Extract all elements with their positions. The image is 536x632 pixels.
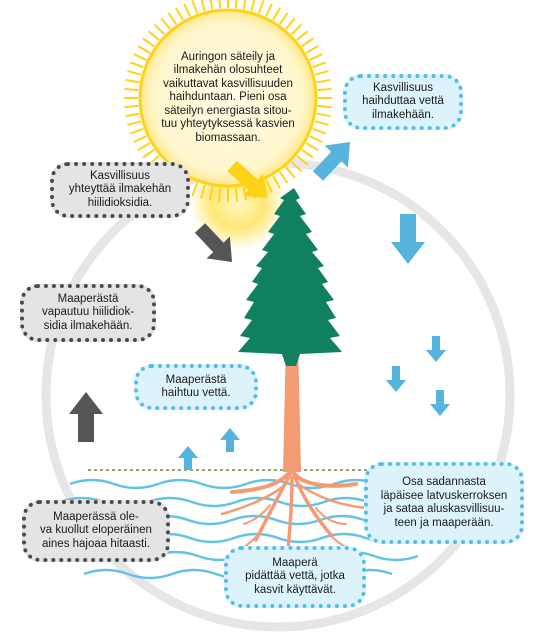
label-soil-co2: Maaperästä vapautuu hiilidiok- sidia ilm… [20,284,156,342]
sun-ray [305,45,319,54]
throughfall-arrow-2 [386,366,406,392]
throughfall-arrow-1 [426,336,446,362]
sun-ray [278,12,289,25]
sun-ray [142,37,155,48]
sun-ray [316,112,331,118]
tree-crown [238,188,342,366]
sun-ray [234,0,238,9]
sun-ray [208,186,214,201]
sun-ray [124,87,139,92]
sun-ray [209,0,214,10]
sun-ray [290,160,303,173]
soil-co2-arrow [69,392,103,442]
sun-ray [137,45,151,54]
sun-ray [301,148,314,159]
sun-radiation-text: Auringon säteily ja ilmakehän olosuhteet… [161,50,295,144]
sun-ray [305,142,319,151]
sun-to-tree-arrow [227,160,268,198]
sun-ray [272,7,281,21]
sun-ray [314,70,329,76]
sun-ray [316,78,331,84]
sun-ray [183,3,191,17]
sun-ray [200,184,206,199]
sun-ray [312,61,327,69]
sun-ray [160,17,171,30]
label-decomposition: Maaperässä ole- va kuollut eloperäinen a… [22,500,170,562]
sun-ray [250,0,256,12]
sun-ray [191,182,199,197]
label-soil-evaporation: Maaperästä haihtuu vettä. [134,364,258,410]
sun-ray [175,7,184,21]
sun-ray [242,186,248,201]
sun-ray [125,112,140,118]
soil-evaporation-arrow-2 [220,428,240,452]
sun-ray [314,120,329,126]
label-throughfall: Osa sadannasta läpäisee latvuskerroksen … [364,462,524,544]
sun-ray [272,175,281,189]
transpiration-arrow [312,142,350,181]
sun-ray [137,142,151,151]
sun-ray [129,127,144,135]
sun-ray [129,61,144,69]
sun-ray [265,179,273,193]
sun-ray [242,0,247,10]
sun-ray [312,127,327,135]
sun-ray [296,30,309,41]
sun-ray [200,0,206,12]
label-soil-water: Maaperä pidättää vettä, jotka kasvit käy… [224,546,366,608]
sun-ray [285,166,296,179]
sun-ray [218,0,222,9]
sun-ray [278,171,289,184]
sun-rays [124,0,332,202]
sun-ray [124,104,139,109]
tree-roots [220,468,370,553]
sun-ray [317,104,332,109]
sun-ray [153,23,166,36]
sun-ray [285,17,296,30]
sun-ray [217,187,222,202]
tree-trunk [283,340,301,472]
co2-uptake-arrow [194,223,232,262]
sun-ray [127,70,142,76]
precipitation-arrow-large [391,214,425,264]
sun-ray [309,135,323,143]
sun-ray [125,78,140,84]
label-photosynthesis: Kasvillisuus yhteyttää ilmakehän hiilidi… [50,162,190,218]
sun-ray [234,187,239,202]
sun-disc [138,8,318,188]
sun-ray [147,30,160,41]
throughfall-arrow-3 [430,390,450,416]
sun-ray [290,23,303,36]
sun-ray [317,87,332,92]
sun-ray [133,135,147,143]
sun-ray [191,0,199,14]
sun-ray [257,0,265,14]
sun-ray [309,53,323,61]
sun-ray [301,37,314,48]
sun-ray [133,53,147,61]
soil-evaporation-arrow-1 [178,446,198,470]
sun-ray [296,155,309,166]
sun-ray [142,148,155,159]
arrow-layer [69,142,450,470]
sun-ray [265,3,273,17]
sun-ray [127,120,142,126]
label-transpiration: Kasvillisuus haihduttaa vettä ilmakehään… [343,74,463,130]
sun-ray [167,12,178,25]
